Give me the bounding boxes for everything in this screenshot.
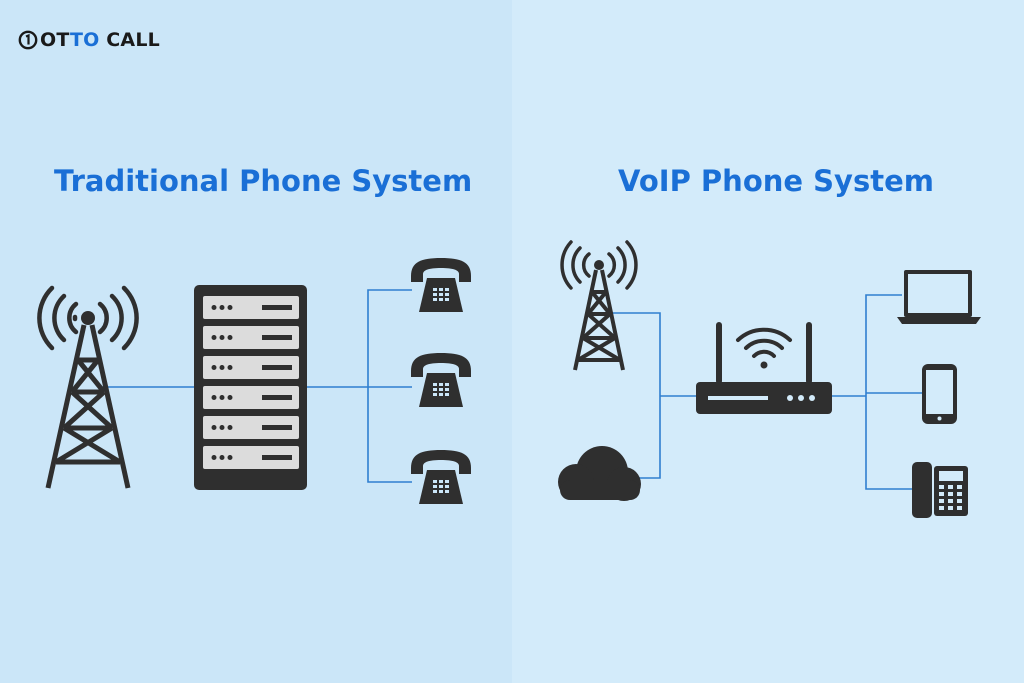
brand-name-prefix: OT [40,29,70,51]
logo-icon [18,30,38,50]
server-rack-icon [194,285,307,490]
brand-name-accent: TO [69,29,100,51]
traditional-title: Traditional Phone System [54,164,473,198]
voip-connectors [612,294,922,490]
laptop-icon [897,270,981,324]
ip-desk-phone-icon [912,462,968,518]
desk-phone-icon-2 [411,353,471,407]
brand-logo: OTTO CALL [18,28,160,52]
voip-title: VoIP Phone System [618,164,934,198]
brand-name-suffix: CALL [99,29,160,51]
smartphone-icon [922,364,957,424]
voip-cell-tower-icon [560,240,638,371]
traditional-connectors [100,289,412,483]
desk-phone-icon-3 [411,450,471,504]
cloud-icon [558,446,641,501]
device-branch-line [865,294,912,490]
cell-tower-icon [37,285,139,489]
branch-vertical-line [367,289,412,483]
brand-name: OTTO CALL [40,29,160,51]
wifi-router-icon [696,322,832,414]
desk-phone-icon-1 [411,258,471,312]
